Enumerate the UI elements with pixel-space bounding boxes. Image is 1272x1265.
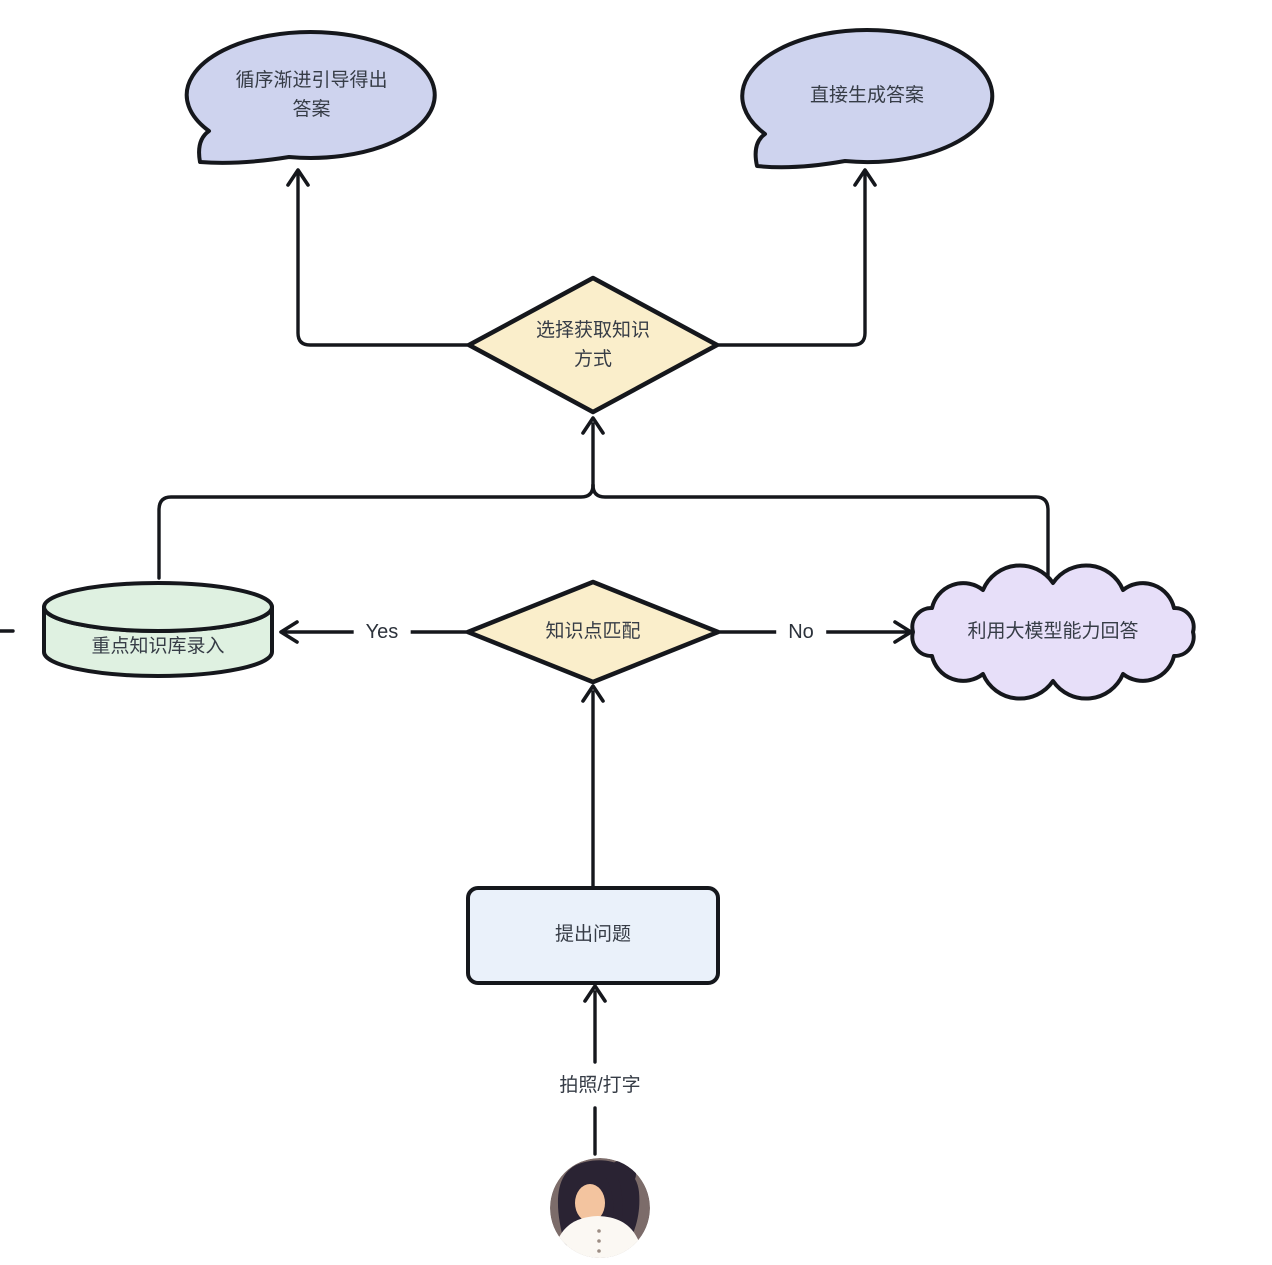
arrowhead-up-choose-icon xyxy=(581,416,605,435)
database-cylinder xyxy=(42,581,274,678)
cylinder-top-ellipse xyxy=(42,581,274,633)
input-method-label: 拍照/打字 xyxy=(559,1075,641,1097)
knowledge-db-label: 重点知识库录入 xyxy=(91,636,225,658)
yes-edge-label: Yes xyxy=(353,618,411,646)
speech-bubble-guide xyxy=(184,29,437,165)
llm-cloud-label: 利用大模型能力回答 xyxy=(967,621,1139,643)
edge-choose-to-direct xyxy=(715,172,867,347)
cloud-shape xyxy=(910,563,1196,701)
process-rect-ask xyxy=(466,886,720,985)
ask-process-label: 提出问题 xyxy=(554,924,631,946)
edge-db-to-merge xyxy=(157,483,595,580)
direct-bubble-label: 直接生成答案 xyxy=(809,85,924,107)
arrowhead-left-db-icon xyxy=(279,620,299,644)
match-decision-label: 知识点匹配 xyxy=(545,621,641,643)
decision-diamond-choose xyxy=(466,275,720,415)
person-avatar-icon xyxy=(550,1158,650,1258)
choose-decision-label: 选择获取知识方式 xyxy=(535,319,650,370)
edge-cloud-to-merge xyxy=(591,483,1050,582)
decision-diamond-match xyxy=(465,579,721,685)
arrowhead-up-ask-icon xyxy=(583,984,607,1003)
no-edge-label: No xyxy=(776,618,826,646)
arrowhead-up-guide-icon xyxy=(286,168,310,187)
edge-choose-to-guide xyxy=(296,172,471,347)
connectors xyxy=(0,168,1050,1156)
speech-bubble-direct xyxy=(740,28,995,170)
arrowhead-up-direct-icon xyxy=(853,168,877,187)
guide-bubble-label: 循序渐进引导得出答案 xyxy=(235,69,388,120)
arrowhead-up-match-icon xyxy=(581,684,605,703)
